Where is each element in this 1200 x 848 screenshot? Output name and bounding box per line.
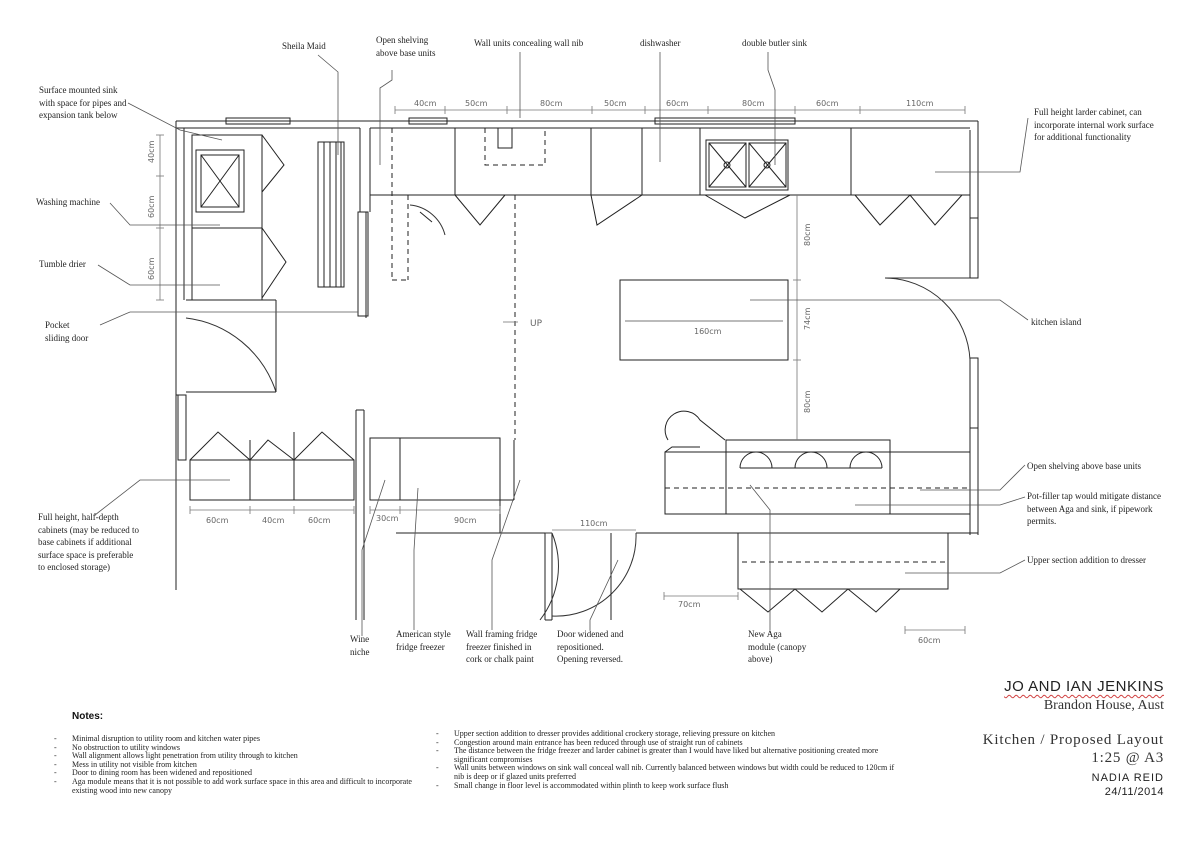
note-item: Aga module means that it is not possible…	[54, 777, 414, 795]
utility-room	[186, 135, 368, 392]
label-half-depth: Full height, half-depth cabinets (may be…	[38, 512, 139, 572]
dim-island: 160cm	[694, 327, 722, 336]
dim-bot-40: 40cm	[262, 516, 285, 525]
label-surface-sink: Surface mounted sink with space for pipe…	[39, 85, 127, 120]
label-door-widened: Door widened and repositioned. Opening r…	[557, 629, 624, 664]
dim-right-80a: 80cm	[803, 223, 812, 246]
note-item: Wall units between windows on sink wall …	[436, 764, 896, 781]
note-item: Mess in utility not visible from kitchen	[54, 760, 414, 770]
label-wall-units-nib: Wall units concealing wall nib	[474, 38, 584, 48]
aga-run	[665, 411, 970, 514]
label-washing-machine: Washing machine	[36, 197, 101, 207]
label-larder: Full height larder cabinet, can incorpor…	[1034, 107, 1154, 142]
dim-util-60a: 60cm	[147, 195, 156, 218]
dim-top-50b: 50cm	[604, 99, 627, 108]
dim-right-74: 74cm	[803, 307, 812, 330]
leader-lines	[95, 52, 1028, 636]
label-american-fridge: American style fridge freezer	[396, 629, 451, 652]
label-pocket-door: Pocket sliding door	[45, 320, 89, 343]
label-upper-dresser: Upper section addition to dresser	[1027, 555, 1146, 565]
dim-bot-60c: 60cm	[918, 636, 941, 645]
dim-top-80b: 80cm	[742, 99, 765, 108]
note-item: No obstruction to utility windows	[54, 743, 414, 753]
label-open-shelving-right: Open shelving above base units	[1027, 461, 1141, 471]
note-item: Minimal disruption to utility room and k…	[54, 734, 414, 744]
note-item: The distance between the fridge freezer …	[436, 746, 896, 764]
title-block: JO AND IAN JENKINS Brandon House, Aust K…	[983, 678, 1164, 798]
drawing-date: 24/11/2014	[1104, 786, 1164, 798]
drawing-scale: 1:25 @ A3	[1091, 750, 1164, 766]
label-pot-filler: Pot-filler tap would mitigate distance b…	[1027, 491, 1161, 526]
dim-bot-60a: 60cm	[206, 516, 229, 525]
right-door	[885, 278, 970, 360]
dim-top-60a: 60cm	[666, 99, 689, 108]
drawing-title: Kitchen / Proposed Layout	[982, 732, 1164, 748]
dim-util-60b: 60cm	[147, 257, 156, 280]
kitchen-island	[620, 280, 788, 360]
designer-name: NADIA REID	[1091, 772, 1164, 784]
dresser	[738, 533, 948, 612]
label-double-butler-sink: double butler sink	[742, 38, 807, 48]
dim-bot-30: 30cm	[376, 514, 399, 523]
dim-bot-90: 90cm	[454, 516, 477, 525]
dim-right-80b: 80cm	[803, 390, 812, 413]
notes-right-list: Upper section addition to dresser provid…	[436, 729, 896, 791]
note-item: Congestion around main entrance has been…	[436, 738, 896, 748]
label-tumble-drier: Tumble drier	[39, 259, 86, 269]
label-sheila-maid: Sheila Maid	[282, 41, 326, 51]
walls	[176, 121, 978, 620]
dim-top-60b: 60cm	[816, 99, 839, 108]
dim-door-110: 110cm	[580, 519, 608, 528]
dim-top-40: 40cm	[414, 99, 437, 108]
note-item: Door to dining room has been widened and…	[54, 769, 414, 778]
note-item: Wall alignment allows light penetration …	[54, 752, 414, 761]
dim-bot-60b: 60cm	[308, 516, 331, 525]
wine-fridge-block	[370, 438, 500, 500]
dim-util-40: 40cm	[147, 140, 156, 163]
project-location: Brandon House, Aust	[1043, 698, 1164, 713]
client-name: JO AND IAN JENKINS	[1004, 678, 1164, 695]
note-item: Small change in floor level is accommoda…	[436, 781, 896, 791]
label-aga: New Aga module (canopy above)	[748, 629, 807, 664]
label-open-shelving-top: Open shelving above base units	[376, 35, 436, 58]
dim-top-50a: 50cm	[465, 99, 488, 108]
dim-top-80a: 80cm	[540, 99, 563, 108]
dim-bot-70: 70cm	[678, 600, 701, 609]
dim-top-110: 110cm	[906, 99, 934, 108]
back-run	[370, 128, 970, 440]
up-marker: UP	[530, 319, 543, 329]
label-kitchen-island: kitchen island	[1031, 317, 1082, 327]
dimension-lines	[156, 106, 965, 634]
windows	[178, 118, 978, 460]
label-dishwasher: dishwasher	[640, 38, 681, 48]
half-depth-cabinets	[190, 432, 354, 500]
notes-heading: Notes:	[72, 711, 104, 722]
notes-left-list: Minimal disruption to utility room and k…	[54, 734, 414, 795]
note-item: Upper section addition to dresser provid…	[436, 729, 896, 739]
dining-doors	[540, 533, 636, 620]
label-wine-niche: Wine niche	[350, 634, 370, 657]
label-wall-framing: Wall framing fridge freezer finished in …	[466, 629, 538, 664]
